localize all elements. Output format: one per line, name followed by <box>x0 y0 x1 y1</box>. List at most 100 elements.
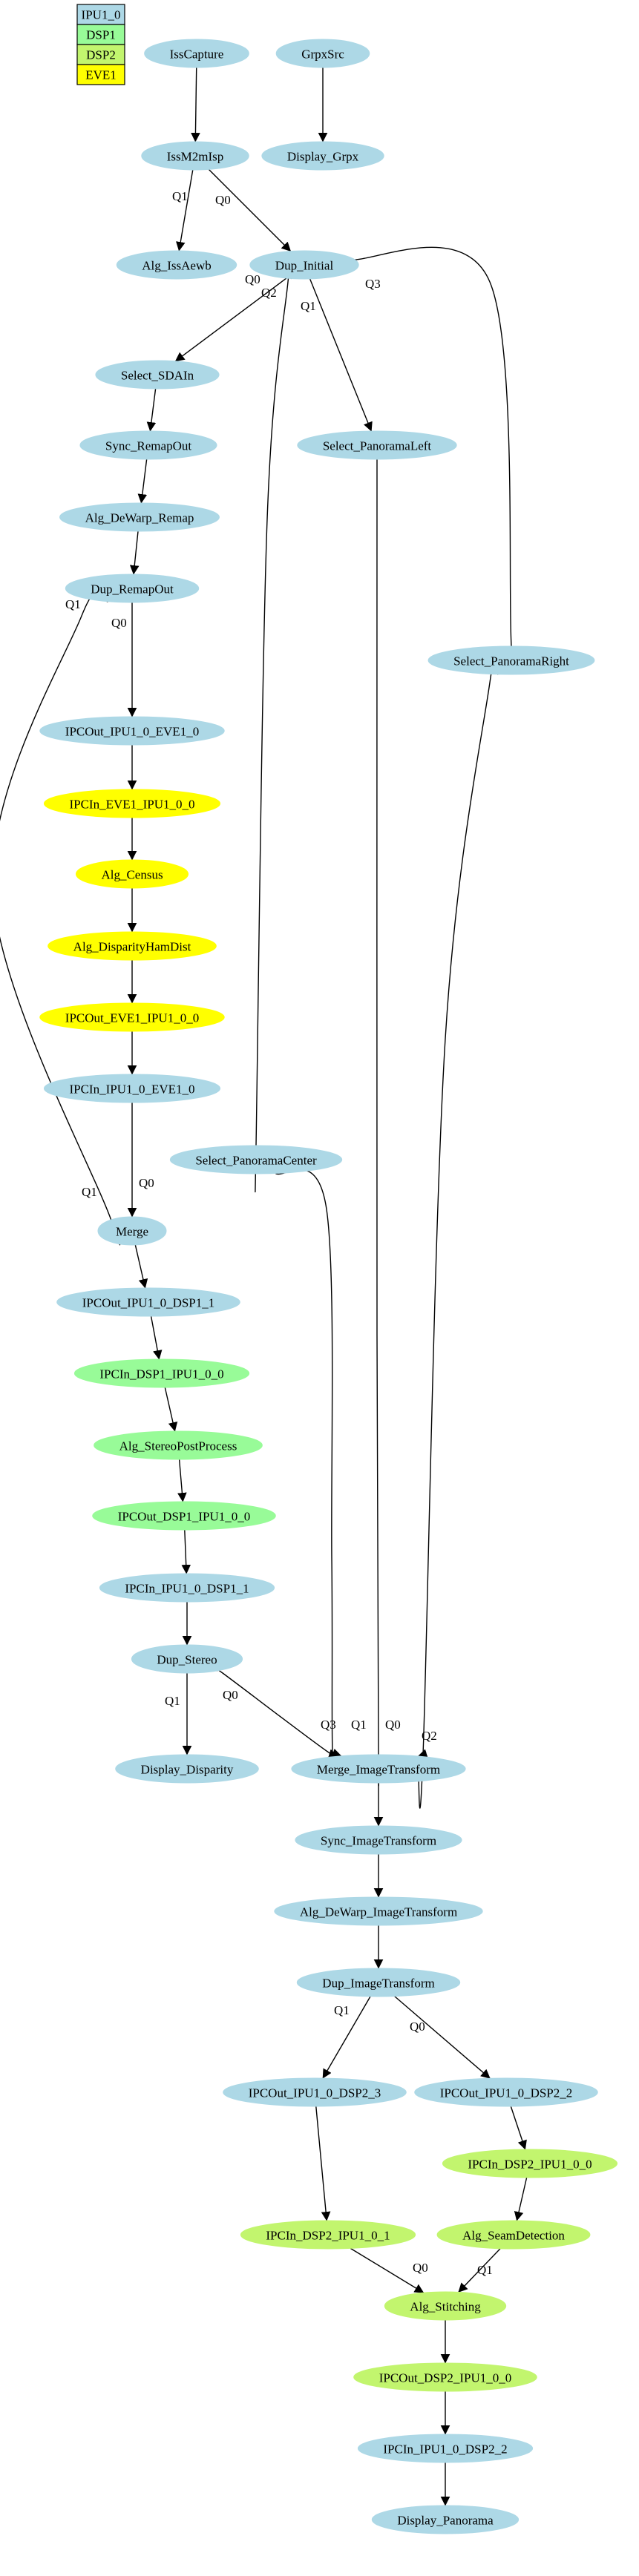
node-label: Merge_ImageTransform <box>317 1763 440 1777</box>
node-shape <box>65 574 200 603</box>
node-alg-stereopostprocess: Alg_StereoPostProcess <box>94 1430 263 1460</box>
node-shape <box>249 250 359 280</box>
node-shape <box>223 2077 407 2107</box>
edge-dup-initial-to-select-panoramaright <box>339 246 517 674</box>
node-merge-imagetransform: Merge_ImageTransform <box>291 1754 466 1784</box>
node-shape <box>115 1754 259 1784</box>
node-dup-initial: Dup_Initial <box>249 250 359 280</box>
node-shape <box>291 1754 466 1784</box>
node-shape <box>169 1145 343 1174</box>
node-label: Alg_IssAewb <box>142 259 212 273</box>
node-select-panoramaright: Select_PanoramaRight <box>427 645 595 675</box>
legend-swatch-eve1 <box>76 64 125 85</box>
edge-port-label: Q1 <box>334 2003 350 2017</box>
node-ipcin-dsp2-ipu1-0-0: IPCIn_DSP2_IPU1_0_0 <box>442 2149 618 2178</box>
node-shape <box>75 859 189 889</box>
edge-alg-dewarp-remap-to-dup-remapout <box>129 530 140 575</box>
node-shape <box>296 1968 461 1997</box>
node-issm2misp: IssM2mIsp <box>141 141 249 171</box>
node-ipcout-ipu1-0-eve1-0: IPCOut_IPU1_0_EVE1_0 <box>39 716 225 746</box>
edge-port-label: Q1 <box>477 2263 493 2277</box>
edge-port-label: Q2 <box>422 1729 437 1743</box>
edge-port-label: Q1 <box>65 597 81 611</box>
node-ipcout-dsp1-ipu1-0-0: IPCOut_DSP1_IPU1_0_0 <box>92 1501 276 1531</box>
edge-dup-initial-to-select-panoramacenter <box>251 263 292 1193</box>
node-ipcin-dsp1-ipu1-0-0: IPCIn_DSP1_IPU1_0_0 <box>73 1358 250 1388</box>
node-shape <box>59 502 220 532</box>
node-label: Alg_Stitching <box>410 2300 481 2314</box>
edge-select-panoramaright-to-merge-imagetransform <box>417 653 499 1809</box>
node-dup-imagetransform: Dup_ImageTransform <box>296 1968 461 1997</box>
edge-port-label: Q1 <box>351 1718 367 1732</box>
node-alg-dewarp-remap: Alg_DeWarp_Remap <box>59 502 220 532</box>
node-shape <box>97 1216 167 1246</box>
node-label: IssCapture <box>170 47 224 62</box>
node-label: Select_PanoramaRight <box>453 654 569 668</box>
node-dup-remapout: Dup_RemapOut <box>65 574 200 603</box>
node-label: Alg_DisparityHamDist <box>73 940 191 954</box>
node-alg-stitching: Alg_Stitching <box>384 2291 507 2321</box>
node-label: Display_Panorama <box>397 2514 494 2528</box>
node-shape <box>275 39 370 68</box>
node-label: Alg_SeamDetection <box>462 2229 565 2243</box>
edge-select-panoramaleft-to-merge-imagetransform <box>373 459 384 1787</box>
node-label: IPCOut_DSP1_IPU1_0_0 <box>118 1510 251 1524</box>
edge-dup-initial-to-select-panoramaleft <box>309 278 373 432</box>
node-shape <box>240 2220 416 2250</box>
node-sync-remapout: Sync_RemapOut <box>79 430 217 460</box>
node-label: Dup_RemapOut <box>91 582 174 597</box>
edge-isscapture-to-issm2misp <box>191 67 200 142</box>
node-label: IPCIn_IPU1_0_EVE1_0 <box>69 1082 194 1097</box>
node-label: Display_Disparity <box>141 1763 234 1777</box>
node-shape <box>39 1002 225 1032</box>
edge-port-label: Q0 <box>385 1718 401 1732</box>
node-ipcout-ipu1-0-dsp1-1: IPCOut_IPU1_0_DSP1_1 <box>56 1287 240 1317</box>
node-label: IPCIn_DSP2_IPU1_0_0 <box>468 2158 592 2172</box>
node-label: IPCIn_IPU1_0_DSP1_1 <box>125 1582 249 1596</box>
edge-dup-initial-to-select-sdain <box>174 277 287 362</box>
edge-ipcin-dsp2-ipu1-0-0-to-alg-seamdetection <box>514 2177 528 2221</box>
node-dup-stereo: Dup_Stereo <box>131 1644 243 1674</box>
node-label: Sync_ImageTransform <box>321 1834 436 1848</box>
edge-ipcin-dsp2-ipu1-0-1-to-alg-stitching <box>350 2247 425 2293</box>
node-select-panoramacenter: Select_PanoramaCenter <box>169 1145 343 1174</box>
node-ipcin-dsp2-ipu1-0-1: IPCIn_DSP2_IPU1_0_1 <box>240 2220 416 2250</box>
node-shape <box>47 931 217 961</box>
node-label: IPCOut_DSP2_IPU1_0_0 <box>379 2371 512 2385</box>
node-ipcout-ipu1-0-dsp2-3: IPCOut_IPU1_0_DSP2_3 <box>223 2077 407 2107</box>
node-label: IPCIn_DSP2_IPU1_0_1 <box>266 2229 390 2243</box>
node-label: IssM2mIsp <box>167 150 224 164</box>
legend-label: IPU1_0 <box>82 8 121 22</box>
node-label: Dup_ImageTransform <box>322 1977 434 1991</box>
node-shape <box>427 645 595 675</box>
node-alg-seamdetection: Alg_SeamDetection <box>436 2220 591 2250</box>
node-alg-dewarp-imagetransform: Alg_DeWarp_ImageTransform <box>274 1896 483 1926</box>
edge-port-label: Q1 <box>165 1694 180 1708</box>
node-shape <box>141 141 249 171</box>
legend-swatch-ipu1-0 <box>76 4 125 25</box>
edge-port-label: Q0 <box>410 2020 425 2034</box>
edge-port-label: Q3 <box>321 1718 336 1732</box>
node-shape <box>43 789 221 818</box>
edge-port-label: Q0 <box>111 616 127 630</box>
node-label: Select_PanoramaLeft <box>323 439 432 453</box>
node-label: IPCOut_IPU1_0_DSP2_2 <box>440 2086 573 2100</box>
node-display-disparity: Display_Disparity <box>115 1754 259 1784</box>
node-shape <box>131 1644 243 1674</box>
node-shape <box>357 2434 534 2463</box>
node-label: Alg_Census <box>101 868 163 882</box>
node-display-grpx: Display_Grpx <box>261 141 384 171</box>
node-grpxsrc: GrpxSrc <box>275 39 370 68</box>
edge-dup-remapout-to-merge <box>0 590 121 1246</box>
edge-select-panoramacenter-to-merge-imagetransform <box>275 1169 338 1770</box>
edge-sync-remapout-to-alg-dewarp-remap <box>137 459 148 504</box>
edge-merge-to-ipcout-ipu1-0-dsp1-1 <box>134 1244 148 1289</box>
node-shape <box>73 1358 250 1388</box>
node-shape <box>261 141 384 171</box>
node-shape <box>99 1573 275 1603</box>
node-alg-issaewb: Alg_IssAewb <box>116 250 237 280</box>
edge-port-label: Q0 <box>139 1176 154 1190</box>
node-ipcout-ipu1-0-dsp2-2: IPCOut_IPU1_0_DSP2_2 <box>414 2077 598 2107</box>
